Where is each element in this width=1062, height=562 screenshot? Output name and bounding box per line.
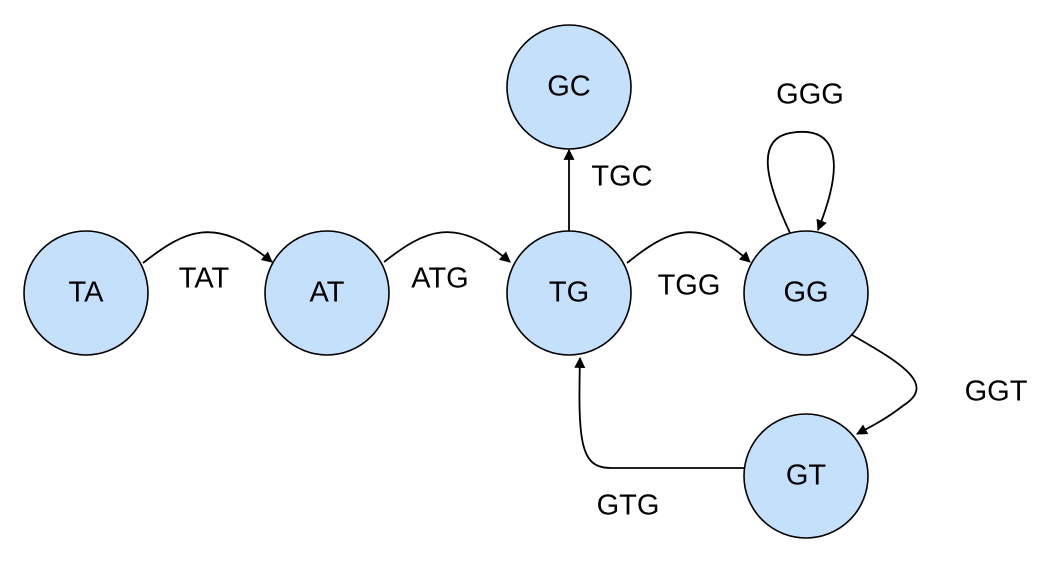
node-tg-label: TG <box>549 277 589 309</box>
node-gt: GT <box>743 413 869 539</box>
edge-ggg-loop-arrow <box>766 131 835 234</box>
node-ta-circle <box>23 230 149 356</box>
node-gg-circle <box>743 230 869 356</box>
edge-atg-arrow <box>383 231 511 263</box>
edge-gtg-arrow <box>574 356 745 469</box>
node-tg: TG <box>506 230 632 356</box>
edge-tat-arrow <box>142 231 273 264</box>
edge-ggt-arrow <box>851 334 918 435</box>
edge-label-gtg: GTG <box>597 490 660 522</box>
edge-label-tgg: TGG <box>658 270 721 302</box>
node-at-circle <box>264 230 390 356</box>
node-gg: GG <box>743 230 869 356</box>
node-gg-label: GG <box>783 277 828 309</box>
edge-label-ggt: GGT <box>965 376 1028 408</box>
node-gt-label: GT <box>786 460 827 492</box>
node-ta: TA <box>23 230 149 356</box>
edge-label-ggg: GGG <box>776 79 844 111</box>
edge-label-tgc: TGC <box>591 161 652 193</box>
node-gc-label: GC <box>547 71 591 103</box>
edge-tgg-arrow <box>626 231 751 264</box>
node-at-label: AT <box>310 277 345 309</box>
node-tg-circle <box>506 230 632 356</box>
edge-label-atg: ATG <box>411 263 468 295</box>
node-ta-label: TA <box>69 277 105 309</box>
node-gt-circle <box>743 413 869 539</box>
edge-label-tat: TAT <box>179 263 230 295</box>
node-at: AT <box>264 230 390 356</box>
node-gc-circle <box>506 24 632 150</box>
node-gc: GC <box>506 24 632 150</box>
